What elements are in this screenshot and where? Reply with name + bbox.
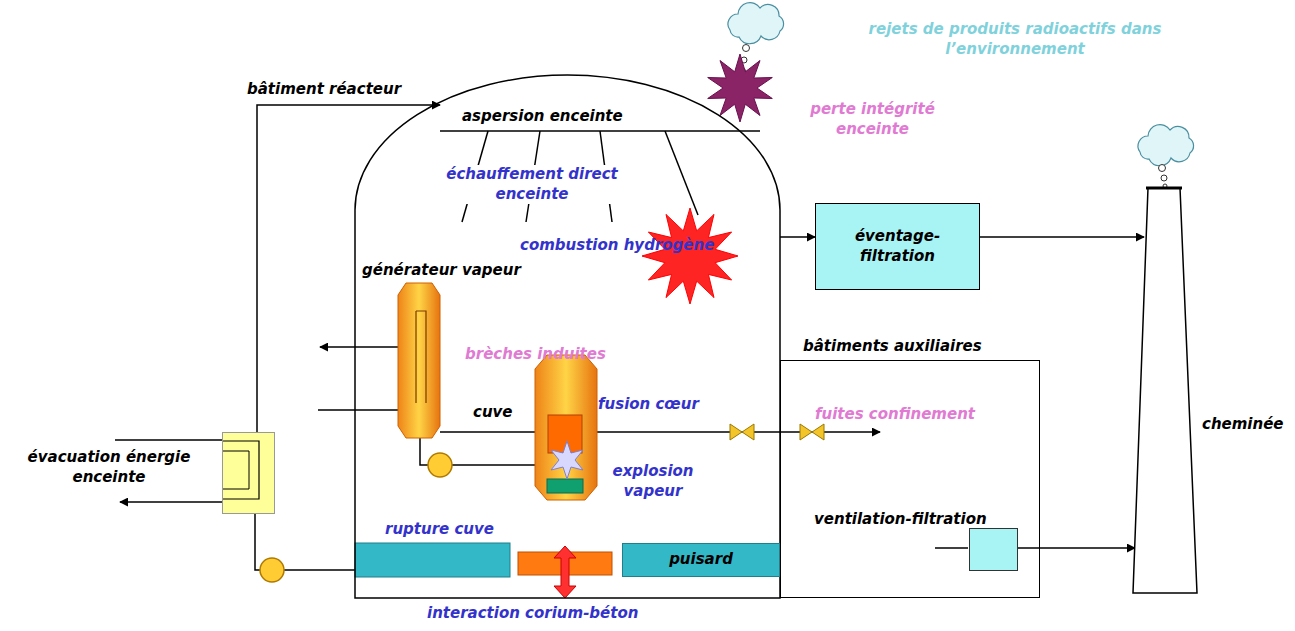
bubble: [743, 45, 750, 52]
cloud: [1138, 125, 1194, 166]
primary-loop: [420, 438, 428, 465]
phenomenon-label: fuites confinement: [815, 405, 975, 425]
node-label: cheminée: [1202, 415, 1284, 435]
bubble: [1159, 165, 1166, 172]
bubble: [1161, 175, 1167, 181]
valve-symbol: [730, 424, 754, 440]
phenomenon-label: rejets de produits radioactifs dans l’en…: [850, 20, 1180, 59]
ventilation-duct: [935, 547, 968, 549]
steam-line: [320, 346, 398, 348]
primary-loop: [440, 431, 535, 433]
filter-box: éventage- filtration: [815, 203, 980, 290]
cloud: [728, 3, 784, 44]
node-label: bâtiment réacteur: [247, 80, 401, 100]
phenomenon-label: explosion vapeur: [603, 462, 703, 501]
spray-line: [665, 131, 698, 215]
flow-arrow: [780, 236, 815, 238]
steam-generator-outline: [398, 283, 440, 438]
flow-arrow: [1018, 547, 1135, 549]
box-label: éventage- filtration: [816, 204, 979, 289]
chimney: cheminée: [1133, 188, 1197, 593]
feed-line: [318, 409, 398, 411]
sump-band: [355, 543, 510, 577]
burst-shape: [642, 208, 738, 304]
phenomenon-label: interaction corium-béton: [427, 604, 638, 624]
steam-generator: générateur vapeur: [398, 283, 440, 438]
cooling-pipe: [120, 501, 222, 503]
chimney-outline: [1133, 188, 1197, 593]
phenomenon-label: combustion hydrogène: [520, 236, 714, 256]
heat-exchanger: évacuation énergie enceinte: [222, 432, 275, 514]
reactor-building: bâtiment réacteurgénérateur vapeurcuvepu…: [355, 75, 780, 598]
pump-pipe: [255, 514, 260, 570]
phenomenon-label: brèches induites: [465, 345, 606, 365]
pump-symbol: [428, 453, 452, 477]
pump-pipe: [284, 569, 357, 571]
node-label: évacuation énergie enceinte: [9, 448, 209, 487]
node-label: ventilation-filtration: [814, 510, 987, 530]
sump-band: puisard: [622, 543, 780, 577]
node-label: générateur vapeur: [362, 261, 521, 281]
primary-loop: [452, 464, 535, 466]
cooling-pipe: [115, 439, 222, 441]
burst-shape: [708, 54, 773, 122]
phenomenon-label: rupture cuve: [385, 520, 494, 540]
auxiliary-building: bâtiments auxiliairesventilation-filtrat…: [780, 360, 1040, 598]
valve-symbol: [800, 424, 824, 440]
node-label: cuve: [473, 403, 513, 423]
heat-exchanger-outline: [223, 433, 276, 515]
pump-symbol: [260, 558, 284, 582]
reactor-vessel-outline: [535, 355, 597, 500]
reactor-vessel: cuve: [535, 355, 597, 500]
phenomenon-label: perte intégrité enceinte: [785, 100, 960, 139]
phenomenon-label: fusion cœur: [598, 395, 699, 415]
box-label: puisard: [623, 544, 779, 576]
filter-unit: ventilation-filtration: [969, 528, 1018, 571]
flow-arrow: [980, 236, 1144, 238]
phenomenon-label: aspersion enceinte: [462, 107, 623, 127]
node-label: bâtiments auxiliaires: [803, 337, 982, 357]
double-arrow: [554, 546, 576, 598]
phenomenon-label: échauffement direct enceinte: [412, 165, 652, 204]
